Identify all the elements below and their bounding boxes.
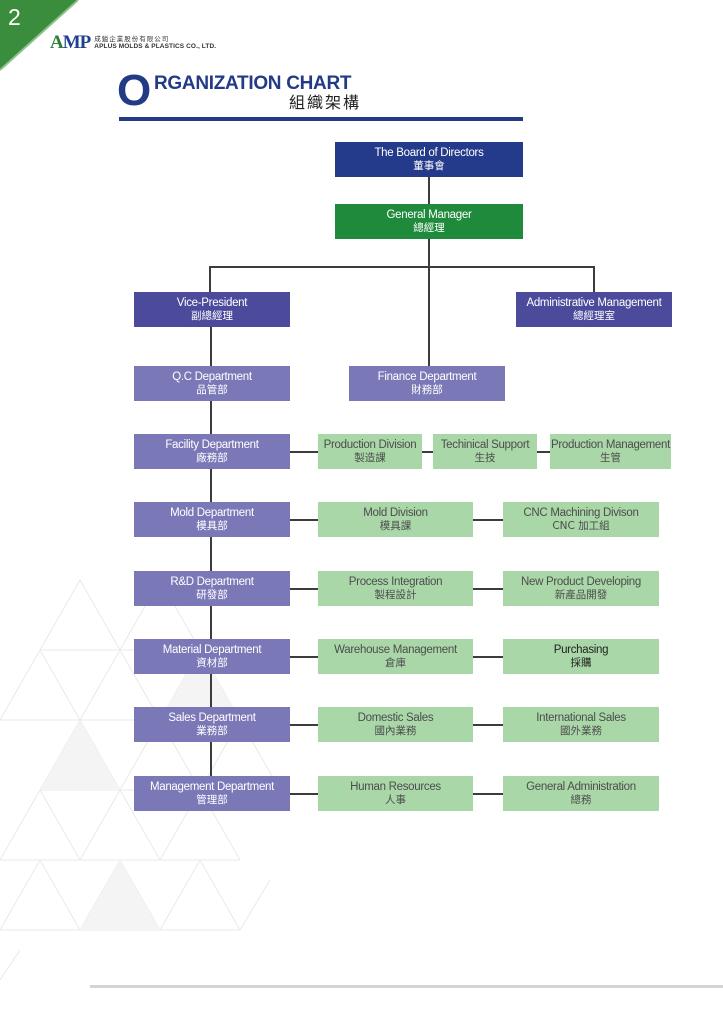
node-human-resources: Human Resources 人事 bbox=[318, 776, 473, 811]
node-process-integration: Process Integration 製程設計 bbox=[318, 571, 473, 606]
node-label-zh: 人事 bbox=[385, 794, 406, 806]
node-material-department: Material Department 資材部 bbox=[134, 639, 290, 674]
page-number: 2 bbox=[8, 4, 21, 30]
node-management-department: Management Department 管理部 bbox=[134, 776, 290, 811]
node-finance-department: Finance Department 財務部 bbox=[349, 366, 505, 401]
node-purchasing: Purchasing 採購 bbox=[503, 639, 659, 674]
node-label-zh: 廠務部 bbox=[196, 452, 228, 464]
node-label-en: Management Department bbox=[149, 781, 275, 793]
node-label-en: General Manager bbox=[386, 209, 472, 221]
node-label-zh: 模具部 bbox=[196, 520, 228, 532]
node-board-of-directors: The Board of Directors 董事會 bbox=[335, 142, 523, 177]
title-underline bbox=[119, 117, 523, 121]
node-label-zh: 國內業務 bbox=[374, 725, 417, 737]
node-label-en: Finance Department bbox=[377, 371, 477, 383]
node-label-en: Techinical Support bbox=[440, 439, 530, 451]
node-label-zh: 生技 bbox=[474, 452, 496, 464]
node-warehouse-management: Warehouse Management 倉庫 bbox=[318, 639, 473, 674]
node-label-en: Warehouse Management bbox=[334, 644, 457, 656]
node-label-zh: 品管部 bbox=[196, 384, 228, 396]
node-label-zh: 製程設計 bbox=[374, 589, 417, 601]
node-qc-department: Q.C Department 品管部 bbox=[134, 366, 290, 401]
node-label-zh: CNC 加工組 bbox=[552, 520, 610, 532]
node-label-en: Material Department bbox=[162, 644, 262, 656]
node-label-en: CNC Machining Divison bbox=[523, 507, 639, 519]
node-label-zh: 採購 bbox=[570, 657, 592, 669]
node-label-en: Production Management bbox=[551, 439, 670, 451]
background-triangle-pattern bbox=[0, 578, 281, 980]
node-label-zh: 管理部 bbox=[196, 794, 228, 806]
node-label-en: R&D Department bbox=[170, 576, 254, 588]
node-production-division: Production Division 製造課 bbox=[318, 434, 422, 469]
node-label-en: International Sales bbox=[536, 712, 626, 724]
node-label-en: Q.C Department bbox=[172, 371, 252, 383]
node-label-en: Mold Division bbox=[363, 507, 428, 519]
node-label-zh: 業務部 bbox=[196, 725, 228, 737]
logo-text: 成鎰企業股份有限公司 APLUS MOLDS & PLASTICS CO., L… bbox=[94, 35, 216, 51]
node-label-en: The Board of Directors bbox=[374, 147, 484, 159]
node-general-manager: General Manager 總經理 bbox=[335, 204, 523, 239]
footer-rule bbox=[90, 985, 723, 988]
company-chinese-name: 成鎰企業股份有限公司 bbox=[94, 34, 170, 43]
node-label-zh: 資材部 bbox=[196, 657, 228, 669]
node-new-product-developing: New Product Developing 新產品開發 bbox=[503, 571, 659, 606]
connector-to-vp bbox=[209, 266, 211, 292]
node-facility-department: Facility Department 廠務部 bbox=[134, 434, 290, 469]
page-corner-tab bbox=[0, 0, 79, 71]
title-initial: O bbox=[117, 66, 152, 115]
node-label-zh: 倉庫 bbox=[385, 657, 406, 669]
title-chinese: 組織架構 bbox=[289, 93, 362, 112]
node-administrative-management: Administrative Management 總經理室 bbox=[516, 292, 672, 327]
connector-department-spine bbox=[210, 326, 212, 778]
connector-to-admin bbox=[593, 266, 595, 292]
node-label-zh: 董事會 bbox=[413, 160, 445, 172]
node-label-en: General Administration bbox=[526, 781, 636, 793]
connector-gm-split bbox=[428, 239, 430, 367]
node-label-zh: 總務 bbox=[570, 794, 592, 806]
node-label-en: Mold Department bbox=[170, 507, 254, 519]
node-label-en: Process Integration bbox=[348, 576, 443, 588]
company-logo: AMP 成鎰企業股份有限公司 APLUS MOLDS & PLASTICS CO… bbox=[50, 33, 216, 52]
node-label-en: Sales Department bbox=[168, 712, 256, 724]
node-label-zh: 模具課 bbox=[379, 520, 412, 532]
node-label-en: Vice-President bbox=[176, 297, 248, 309]
node-cnc-machining-division: CNC Machining Divison CNC 加工組 bbox=[503, 502, 659, 537]
node-international-sales: International Sales 國外業務 bbox=[503, 707, 659, 742]
node-mold-division: Mold Division 模具課 bbox=[318, 502, 473, 537]
node-general-administration: General Administration 總務 bbox=[503, 776, 659, 811]
node-sales-department: Sales Department 業務部 bbox=[134, 707, 290, 742]
node-label-en: Facility Department bbox=[165, 439, 259, 451]
node-label-zh: 製造課 bbox=[354, 452, 386, 464]
company-english-name: APLUS MOLDS & PLASTICS CO., LTD. bbox=[94, 42, 217, 50]
node-domestic-sales: Domestic Sales 國內業務 bbox=[318, 707, 473, 742]
node-label-zh: 新產品開發 bbox=[554, 589, 608, 601]
node-mold-department: Mold Department 模具部 bbox=[134, 502, 290, 537]
node-label-en: Administrative Management bbox=[526, 297, 662, 309]
node-label-zh: 生管 bbox=[600, 452, 621, 464]
node-vice-president: Vice-President 副總經理 bbox=[134, 292, 290, 327]
node-label-zh: 研發部 bbox=[196, 589, 228, 601]
node-label-zh: 財務部 bbox=[411, 384, 443, 396]
title-text: RGANIZATION CHART bbox=[154, 73, 352, 94]
connector-top-bar bbox=[209, 266, 595, 268]
node-label-zh: 國外業務 bbox=[560, 725, 602, 737]
node-label-zh: 總經理室 bbox=[573, 310, 615, 322]
node-label-en: Domestic Sales bbox=[357, 712, 434, 724]
connector-board-gm bbox=[428, 176, 430, 204]
node-technical-support: Techinical Support 生技 bbox=[433, 434, 537, 469]
node-label-en: Purchasing bbox=[553, 644, 609, 656]
node-label-en: Production Division bbox=[323, 439, 417, 451]
node-label-en: Human Resources bbox=[350, 781, 441, 793]
node-label-en: New Product Developing bbox=[521, 576, 641, 588]
logo-mark: AMP bbox=[50, 32, 91, 53]
node-label-zh: 總經理 bbox=[413, 222, 445, 234]
node-rd-department: R&D Department 研發部 bbox=[134, 571, 290, 606]
node-label-zh: 副總經理 bbox=[191, 310, 233, 322]
node-production-management: Production Management 生管 bbox=[550, 434, 671, 469]
